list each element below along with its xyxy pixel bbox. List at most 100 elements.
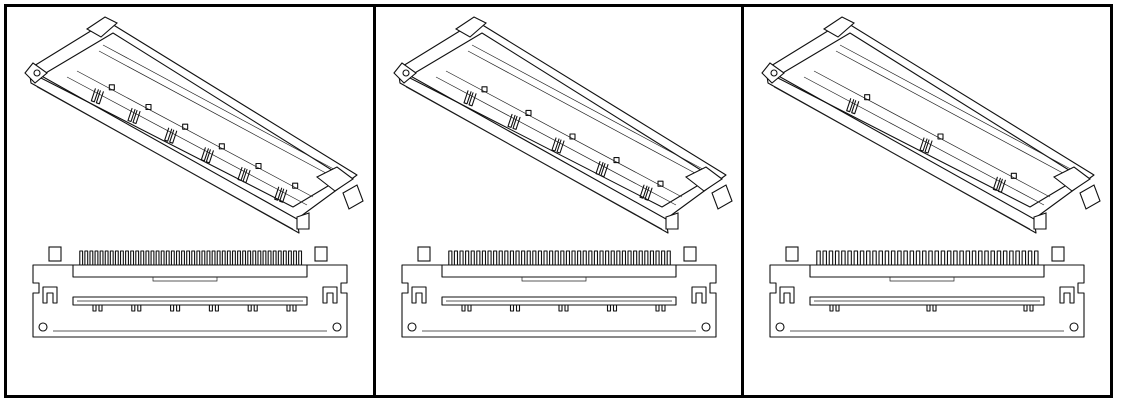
pin (155, 250, 160, 266)
pin (262, 250, 267, 266)
contact-window (1011, 172, 1018, 179)
contact-window (218, 143, 225, 150)
pin (287, 250, 292, 266)
pin (170, 250, 175, 266)
pin (487, 250, 492, 266)
slot-edge (836, 50, 1075, 180)
left-post (785, 246, 799, 262)
top-tab (85, 16, 118, 38)
pin (576, 250, 581, 266)
housing-outline (397, 20, 727, 220)
pin (453, 250, 458, 266)
pin (897, 250, 903, 266)
pin (554, 250, 559, 266)
center-recess (152, 277, 218, 282)
top-tab (454, 16, 487, 38)
contact-foot (131, 304, 142, 312)
pin (206, 250, 211, 266)
contact-spring (279, 188, 288, 203)
contact-rail (66, 76, 308, 206)
pin (997, 250, 1002, 266)
pin (201, 250, 206, 266)
pin (909, 250, 915, 266)
contact-foot (170, 304, 181, 312)
contact-spring (993, 176, 1002, 191)
pin (1015, 250, 1021, 266)
slot-edge-2 (102, 44, 342, 174)
pin (941, 250, 946, 266)
front-clip-right (1079, 184, 1102, 210)
pin (922, 250, 927, 266)
pin (587, 250, 593, 266)
contact-window (525, 109, 532, 116)
pin (298, 250, 303, 266)
pin (835, 250, 840, 266)
contact-foot (1023, 304, 1034, 312)
pin (666, 250, 671, 266)
pin (267, 250, 272, 266)
pin (1003, 250, 1008, 266)
right-tab (684, 166, 723, 192)
base-edge (405, 86, 662, 230)
front-clip-left (1033, 212, 1047, 230)
front-view (401, 246, 717, 338)
pin (109, 250, 114, 266)
contact-spring (274, 186, 283, 201)
connector-drawing (761, 16, 1102, 338)
pin (816, 250, 822, 266)
left-mount-hole (407, 322, 417, 332)
left-hole (402, 69, 410, 77)
left-ear (392, 62, 417, 84)
contact-foot (286, 304, 297, 312)
pin (878, 250, 884, 266)
contact-spring (551, 137, 560, 152)
right-latch (691, 286, 707, 304)
pin (643, 250, 649, 266)
pin (509, 250, 514, 266)
pin (972, 250, 977, 266)
pin (965, 250, 971, 266)
contact-spring (846, 98, 855, 113)
pin (104, 250, 109, 266)
front-clip-left (296, 212, 310, 230)
pin (503, 250, 509, 266)
pin (632, 250, 637, 266)
front-view (32, 246, 348, 338)
contact-spring (90, 88, 99, 103)
slot-edge-2 (840, 44, 1079, 174)
contact-spring (200, 147, 209, 162)
left-hole (33, 69, 41, 77)
pin (866, 250, 871, 266)
pin (114, 250, 119, 266)
pin (860, 250, 865, 266)
pin (571, 250, 576, 266)
front-clip-left (665, 212, 679, 230)
contact-spring (237, 166, 246, 182)
pin (160, 250, 165, 266)
pin (660, 250, 665, 266)
contact-spring (595, 161, 604, 176)
contact-window (569, 133, 576, 140)
pin (145, 250, 150, 266)
pin (548, 250, 553, 266)
pin (531, 250, 537, 266)
contact-spring (164, 127, 173, 142)
slot-edge (467, 50, 706, 180)
pin (599, 250, 604, 266)
pin (165, 250, 170, 266)
panel-3 (741, 7, 1110, 395)
pin (959, 250, 965, 266)
panel-1 (7, 7, 373, 395)
pin (978, 250, 983, 266)
right-tab (1053, 166, 1092, 192)
pin (175, 250, 180, 266)
pin (125, 250, 129, 266)
contact-spring (512, 115, 521, 130)
contact-window (657, 180, 664, 187)
contact-foot (247, 304, 258, 312)
left-latch (42, 286, 58, 304)
front-clip-right (710, 184, 733, 210)
front-housing (32, 264, 348, 338)
contact-spring (998, 178, 1007, 193)
right-post (314, 246, 328, 262)
